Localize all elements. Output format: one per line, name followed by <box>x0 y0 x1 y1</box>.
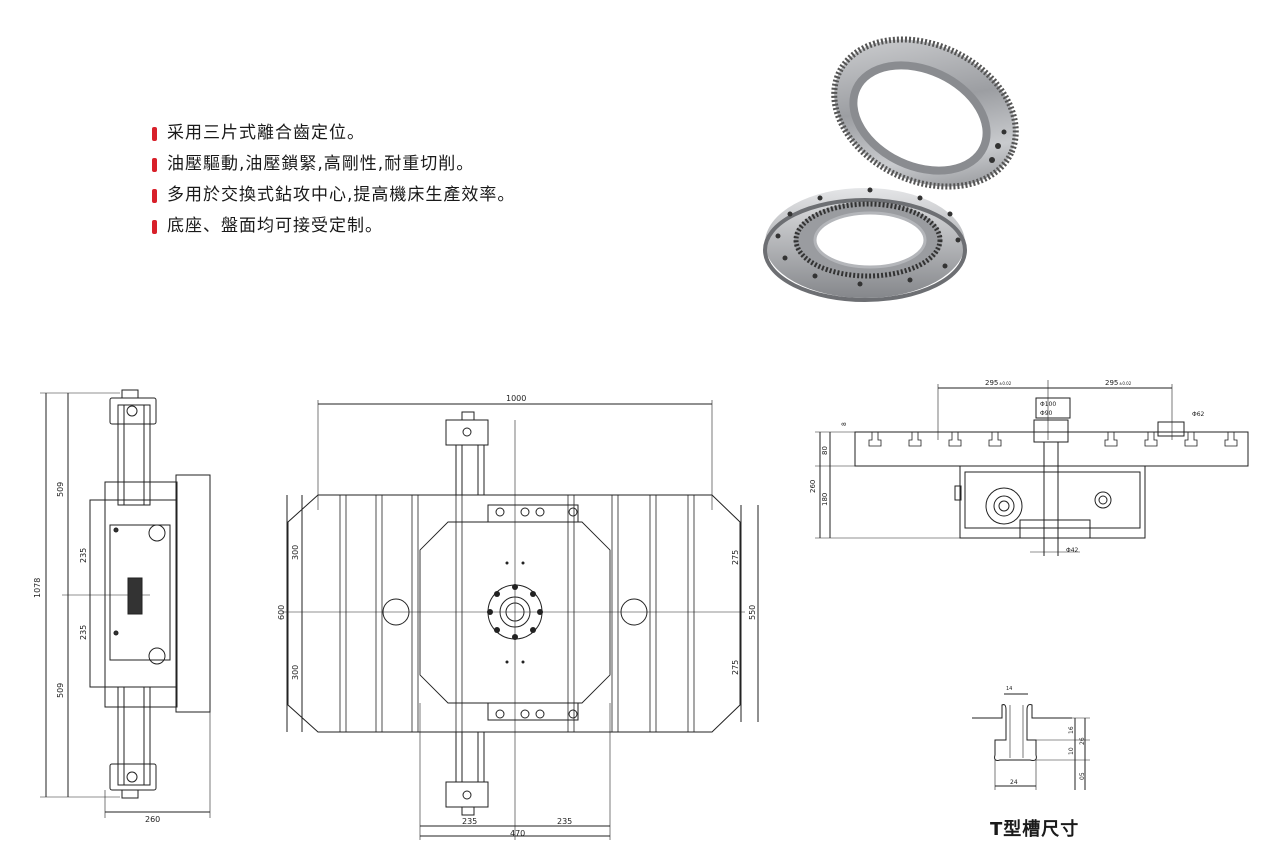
dim-slot-24: 24 <box>1010 779 1018 786</box>
dim-top-right-lower: 275 <box>731 660 740 675</box>
dim-side-total: 1078 <box>33 578 42 598</box>
feature-item: 油壓驅動,油壓鎖緊,高剛性,耐重切削。 <box>152 149 515 180</box>
side-view: 1078 509 509 235 235 260 <box>33 389 211 824</box>
dim-front-tol-left: ±0.02 <box>999 381 1012 386</box>
dim-front-h80: 80 <box>821 446 829 455</box>
lower-gear-ring <box>763 187 967 302</box>
feature-item: 多用於交換式鉆攻中心,提高機床生產效率。 <box>152 180 515 211</box>
dim-front-pin: Φ62 <box>1192 411 1205 418</box>
dim-slot-16: 16 <box>1068 726 1075 734</box>
dim-side-width: 260 <box>145 815 160 824</box>
dim-top-left-upper: 300 <box>291 545 300 560</box>
dim-top-bottom-b: 235 <box>557 817 572 826</box>
feature-text: 多用於交換式鉆攻中心,提高機床生產效率。 <box>167 185 516 205</box>
dim-front-tol-right: ±0.02 <box>1119 381 1132 386</box>
dim-slot-10: 10 <box>1068 747 1075 755</box>
feature-text: 底座、盤面均可接受定制。 <box>167 216 383 236</box>
t-slot-caption: T型槽尺寸 <box>990 819 1080 840</box>
dim-top-bottom-total: 470 <box>510 829 525 838</box>
dim-front-h260: 260 <box>809 480 817 493</box>
dim-slot-05: 05 <box>1079 772 1086 780</box>
dim-front-small: 8 <box>841 422 848 426</box>
feature-list: 采用三片式離合齒定位。 油壓驅動,油壓鎖緊,高剛性,耐重切削。 多用於交換式鉆攻… <box>152 118 515 242</box>
dim-slot-26: 26 <box>1079 737 1086 745</box>
dim-top-bottom-a: 235 <box>462 817 477 826</box>
feature-text: 油壓驅動,油壓鎖緊,高剛性,耐重切削。 <box>167 154 475 174</box>
dim-side-mid-upper: 235 <box>79 548 88 563</box>
dim-front-bore1: Φ100 <box>1040 401 1056 408</box>
dim-front-slot-right: 295 <box>1105 379 1118 387</box>
dim-top-width: 1000 <box>506 394 526 403</box>
dim-top-height: 600 <box>277 605 286 620</box>
front-view: 295 ±0.02 295 ±0.02 Φ100 Φ90 Φ62 8 80 26… <box>809 379 1249 556</box>
dim-front-shaft: Φ42 <box>1066 547 1079 554</box>
bullet-icon <box>152 157 157 172</box>
dim-top-left-lower: 300 <box>291 665 300 680</box>
dim-top-right-total: 550 <box>748 605 757 620</box>
bullet-icon <box>152 219 157 234</box>
bullet-icon <box>152 126 157 141</box>
dim-front-slot-left: 295 <box>985 379 998 387</box>
feature-text: 采用三片式離合齒定位。 <box>167 123 365 143</box>
upper-gear-ring <box>831 36 1019 190</box>
dim-top-right-upper: 275 <box>731 550 740 565</box>
top-view: 1000 600 300 300 275 275 550 <box>277 394 759 840</box>
dim-slot-width: 14 <box>1006 686 1012 692</box>
feature-item: 底座、盤面均可接受定制。 <box>152 211 515 242</box>
dim-side-lower: 509 <box>56 683 65 698</box>
dim-side-mid-lower: 235 <box>79 625 88 640</box>
gear-rings-photo <box>763 36 1019 302</box>
dim-side-upper: 509 <box>56 482 65 497</box>
t-slot-detail: 14 16 26 10 05 24 <box>972 686 1090 790</box>
dim-front-h180: 180 <box>821 493 829 506</box>
dim-front-bore2: Φ90 <box>1040 410 1053 417</box>
bullet-icon <box>152 188 157 203</box>
feature-item: 采用三片式離合齒定位。 <box>152 118 515 149</box>
